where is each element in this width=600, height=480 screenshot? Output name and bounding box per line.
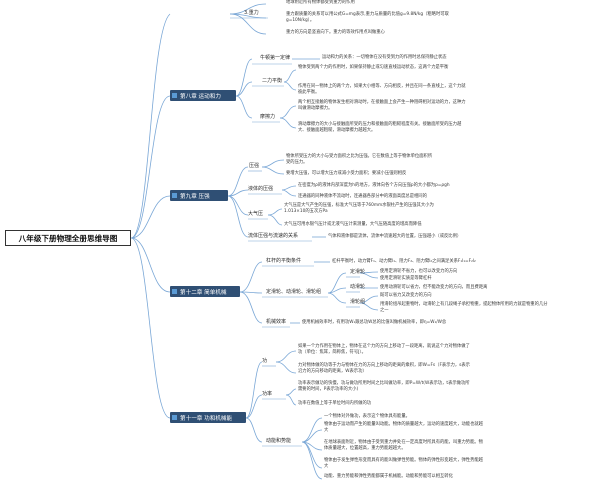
chapter-marker-icon — [172, 193, 177, 198]
root-topic[interactable]: 八年级下册物理全册思维导图 — [5, 230, 131, 246]
energy-text-5: 动能、重力势能和弹性势能都属于机械能。动能和势能可以相互转化 — [324, 474, 453, 479]
fluid-label[interactable]: 流体压强与流速的关系 — [248, 233, 299, 239]
fixed-pulley-text-2: 使用定滑轮实质是等臂杠杆 — [380, 276, 432, 281]
work-text-1: 如果一个力作用在物体上，物体在这个力的方向上移动了一段距离，就说这个力对物体做了… — [298, 344, 470, 355]
pulley-label[interactable]: 定滑轮、动滑轮、滑轮组 — [266, 289, 322, 295]
newton-first-law-label[interactable]: 牛顿第一定律 — [260, 55, 291, 61]
gravity-text-3: 重力的方向是竖直向下。重力的等效作用点叫做重心 — [286, 30, 385, 35]
friction-text-1: 两个相互接触的物体发生相对滑动时，在接触面上会产生一种阻碍相对运动的力，这种力叫… — [298, 100, 466, 111]
fluid-text: 气体和液体都是流体，流体中流速越大的位置，压强越小（或反比例） — [328, 234, 462, 239]
work-text-2: 力对物体做的功等于力与物体在力的方向上移动的距离的乘积，即W=Fs（F表示力，s… — [298, 363, 470, 374]
power-text-1: 功率表示做功的快慢，功与做功所用时间之比叫做功率，即P=W/t(W表示功，t表示… — [298, 381, 470, 392]
chapter-marker-icon — [172, 289, 177, 294]
pressure-text-1: 物体所受压力的大小与受力面积之比为压强。它在数值上等于物体单位面积所受的压力。 — [286, 154, 433, 165]
pressure-text-2: 要增大压强，可以增大压力或减小受力面积；要减小压强则相反 — [286, 171, 407, 176]
chapter-11-title: 第十一章 功和机械能 — [180, 415, 233, 422]
chapter-marker-icon — [172, 93, 177, 98]
chapter-8-node[interactable]: 第八章 运动和力 — [170, 90, 236, 101]
gravity-text-1: 地球附近所有物体都受到重力的作用 — [286, 0, 355, 5]
efficiency-text: 使用机械效率时，有用功W₁跟总功W总的比值叫做机械效率，即η=W₁/W总 — [302, 320, 447, 325]
balance-label[interactable]: 二力平衡 — [262, 78, 283, 84]
air-pressure-label[interactable]: 大气压 — [248, 211, 264, 217]
power-label[interactable]: 功率 — [262, 391, 273, 397]
fixed-pulley-label[interactable]: 定滑轮 — [350, 269, 366, 275]
liquid-pressure-label[interactable]: 液体的压强 — [248, 186, 274, 192]
chapter-9-node[interactable]: 第九章 压强 — [170, 190, 228, 201]
pulley-group-label[interactable]: 滑轮组 — [350, 299, 366, 305]
chapter-9-title: 第九章 压强 — [180, 193, 210, 200]
chapter-8-title: 第八章 运动和力 — [180, 93, 221, 100]
energy-text-3: 在地球表面附近，物体由于受到重力并处在一定高度时所具有的能，叫重力势能。物体质量… — [324, 440, 483, 451]
chapter-11-node[interactable]: 第十一章 功和机械能 — [170, 412, 246, 423]
pressure-label[interactable]: 压强 — [249, 163, 260, 169]
chapter-marker-icon — [172, 415, 177, 420]
efficiency-label[interactable]: 机械效率 — [266, 319, 287, 325]
power-text-2: 功率在数值上等于单位时间内所做的功 — [298, 401, 372, 406]
friction-label[interactable]: 摩擦力 — [260, 114, 276, 120]
pulley-group-text-2: 用滑轮组吊起重物时，动滑轮上有几段绳子承担物重，提起物体所用的力就是物重的几分之… — [380, 302, 548, 313]
fixed-pulley-text-1: 使用定滑轮不省力，也可以改变力的方向 — [380, 269, 458, 274]
energy-text-1: 一个物体对外做功，表示这个物体具有能量。 — [324, 414, 410, 419]
friction-text-2: 滑动摩擦力的大小与接触面所受的压力和接触面的粗糙程度有关。接触面所受的压力越大、… — [298, 122, 462, 133]
chapter-12-title: 第十二章 简单机械 — [180, 289, 227, 296]
pulley-group-text-1: 既可以省力又改变力的方向 — [380, 293, 432, 298]
liquid-pressure-text-2: 连通器的同种液体不流动时，连通器各部分中的液面高度总是相同的 — [298, 194, 427, 199]
energy-text-2: 物体由于运动而产生的能量叫动能。物体的质量越大，运动的速度越大，动能也就越大 — [324, 422, 483, 433]
chapter-12-node[interactable]: 第十二章 简单机械 — [170, 286, 240, 297]
lever-text: 杠杆平衡时，动力臂F₁、动力臂l₁、阻力F₂、阻力臂l₂之间满足关系F₁l₁=F… — [332, 259, 476, 264]
lever-label[interactable]: 杠杆的平衡条件 — [266, 258, 302, 264]
air-pressure-text-2: 大气压可用水银气压计或无液气压计来测量，大气压随高度的增高而降低 — [284, 222, 422, 227]
gravity-label[interactable]: 3.重力 — [244, 10, 259, 16]
energy-text-4: 物体由于发生弹性形变而具有的能叫做弹性势能。物体的弹性形变越大，弹性势能越大 — [324, 458, 483, 469]
moving-pulley-text: 使用动滑轮可以省力，但不能改变力的方向，而且费距离 — [380, 285, 488, 290]
balance-text-2: 作用在同一物体上的两个力，如果大小相等、方向相反，并且在同一条直线上，这个力就彼… — [298, 84, 466, 95]
air-pressure-text-1: 大气压是大气产生的压强，标准大气压等于760mm水银柱产生的压强其大小为1.01… — [284, 203, 434, 214]
energy-label[interactable]: 动能和势能 — [266, 438, 292, 444]
newton-first-law-text: 运动和力的关系：一切物体在没有受到力的作用时总保持静止状态 — [322, 55, 447, 60]
moving-pulley-label[interactable]: 动滑轮 — [350, 284, 366, 290]
balance-text-1: 物体受到两个力的作用时，如果保持静止或匀速直线运动状态，这两个力是平衡 — [298, 65, 449, 70]
work-label[interactable]: 功 — [262, 358, 268, 364]
liquid-pressure-text-1: 在密度为ρ的液体内部深度为h的地方，液体向各个方向压强p的大小都为p=ρgh — [298, 183, 450, 188]
gravity-text-2: 重力跟质量的关系可以用公式G=mg表示,重力与质量的比值g=9.8N/kg（粗略… — [286, 12, 449, 23]
